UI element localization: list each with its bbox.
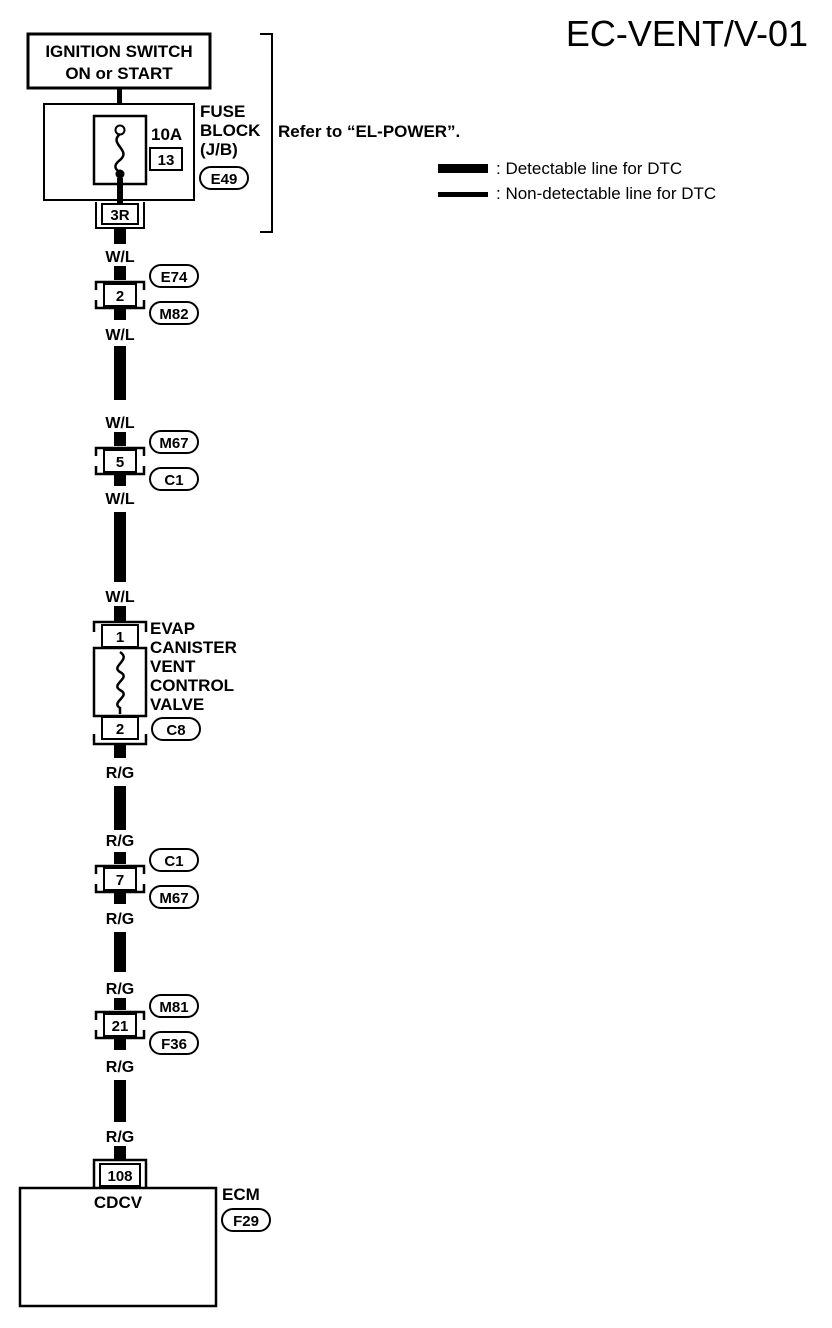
ignition-switch: IGNITION SWITCH ON or START xyxy=(26,32,212,90)
evap-vent-valve: 1 2 C8 EVAP CANISTER VENT CONTROL VALVE xyxy=(92,619,237,746)
connector-pin-box xyxy=(103,449,137,473)
diagram-title: EC-VENT/V-01 xyxy=(566,13,808,54)
ecm-label: ECM xyxy=(222,1185,260,1204)
fuse-icon xyxy=(114,133,125,174)
valve-name-line: CANISTER xyxy=(150,638,237,657)
wire-label: R/G xyxy=(106,833,134,850)
connector-pin-box xyxy=(103,867,137,891)
ignition-switch-box xyxy=(26,32,212,90)
connector-pin: 21 xyxy=(112,1018,129,1035)
connector-label-top: E74 xyxy=(161,269,188,286)
legend: : Detectable line for DTC : Non-detectab… xyxy=(438,159,716,203)
ecm-terminal-name: CDCV xyxy=(94,1193,143,1212)
wire-segment xyxy=(114,998,126,1010)
ecm-box xyxy=(18,1186,218,1308)
fuse-terminal: 3R xyxy=(110,207,129,224)
wire-segment xyxy=(114,852,126,864)
valve-name-line: CONTROL xyxy=(150,676,234,695)
connector-label-top: C1 xyxy=(164,853,183,870)
wire-segment xyxy=(114,932,126,972)
fuse-label-3: (J/B) xyxy=(200,140,238,159)
fuse-number: 13 xyxy=(158,152,175,169)
fuse-label-1: FUSE xyxy=(200,102,245,121)
connector-pin: 2 xyxy=(116,288,124,305)
ecm-connector: F29 xyxy=(233,1213,259,1230)
fuse-terminal-box xyxy=(101,203,139,225)
wire-segment xyxy=(114,432,126,446)
connector-label-bottom: M82 xyxy=(159,306,188,323)
refer-note: Refer to “EL-POWER”. xyxy=(278,122,460,141)
wire-label: R/G xyxy=(106,765,134,782)
connector-c1-m67: 7 C1 M67 xyxy=(94,848,199,909)
fuse-block: 10A 13 FUSE BLOCK (J/B) E49 3R xyxy=(43,102,261,229)
wire-segment xyxy=(114,744,126,758)
connector-label-bottom: F36 xyxy=(161,1036,187,1053)
wire-label: W/L xyxy=(105,491,135,508)
valve-connector: C8 xyxy=(166,722,185,739)
wire-segment xyxy=(114,1080,126,1122)
wire-label: W/L xyxy=(105,249,135,266)
wire-label: W/L xyxy=(105,327,135,344)
wire-segment xyxy=(114,308,126,320)
wire-segment xyxy=(114,512,126,582)
fuse-terminal-top xyxy=(114,124,126,136)
connector-e74-m82: 2 E74 M82 xyxy=(94,264,199,325)
valve-name-line: VALVE xyxy=(150,695,204,714)
connector-label-top: M81 xyxy=(159,999,188,1016)
ecm-pin-box xyxy=(99,1163,141,1187)
wire-label: R/G xyxy=(106,1129,134,1146)
valve-name-line: VENT xyxy=(150,657,196,676)
connector-pin-box xyxy=(103,283,137,307)
wire-label: W/L xyxy=(105,415,135,432)
wire-label: R/G xyxy=(106,1059,134,1076)
wire-segment xyxy=(114,346,126,400)
ignition-label-line1: IGNITION SWITCH xyxy=(45,42,192,61)
connector-label-top: M67 xyxy=(159,435,188,452)
legend-non-detectable-line xyxy=(438,192,488,197)
legend-detectable-text: : Detectable line for DTC xyxy=(496,159,682,178)
legend-non-detectable-text: : Non-detectable line for DTC xyxy=(496,184,716,203)
wire-segment xyxy=(114,1038,126,1050)
ecm: 108 CDCV ECM F29 xyxy=(18,1158,271,1308)
fuse-connector: E49 xyxy=(211,171,238,188)
fuse-number-box xyxy=(149,147,183,171)
wire-label: R/G xyxy=(106,911,134,928)
wire-segment xyxy=(114,606,126,622)
wire-fuse-internal xyxy=(117,178,123,204)
connector-label-bottom: C1 xyxy=(164,472,183,489)
wire-segment xyxy=(114,228,126,244)
valve-pin-bottom: 2 xyxy=(116,721,124,738)
fuse-amp: 10A xyxy=(151,125,182,144)
connector-pin: 7 xyxy=(116,872,124,889)
connector-m67-c1: 5 M67 C1 xyxy=(94,430,199,491)
wire-label: R/G xyxy=(106,981,134,998)
ecm-pin: 108 xyxy=(107,1168,132,1185)
connector-pin: 5 xyxy=(116,454,124,471)
fuse-label-2: BLOCK xyxy=(200,121,261,140)
wire-segment xyxy=(114,266,126,280)
valve-pin-bottom-box xyxy=(101,716,139,740)
connector-pin-box xyxy=(103,1013,137,1037)
coil-icon xyxy=(116,650,125,714)
wire-segment xyxy=(114,1146,126,1160)
refer-bracket: Refer to “EL-POWER”. xyxy=(260,33,460,233)
connector-label-bottom: M67 xyxy=(159,890,188,907)
wire-segment xyxy=(114,786,126,830)
fuse-terminal-bottom xyxy=(115,169,125,179)
legend-detectable-line xyxy=(438,164,488,173)
ignition-label-line2: ON or START xyxy=(65,64,173,83)
valve-pin-top: 1 xyxy=(116,629,124,646)
valve-name-line: EVAP xyxy=(150,619,195,638)
wire-label: W/L xyxy=(105,589,135,606)
fuse-connector-badge xyxy=(199,166,249,190)
wire-segment xyxy=(114,474,126,486)
connector-m81-f36: 21 M81 F36 xyxy=(94,994,199,1055)
wire-segment xyxy=(114,892,126,904)
